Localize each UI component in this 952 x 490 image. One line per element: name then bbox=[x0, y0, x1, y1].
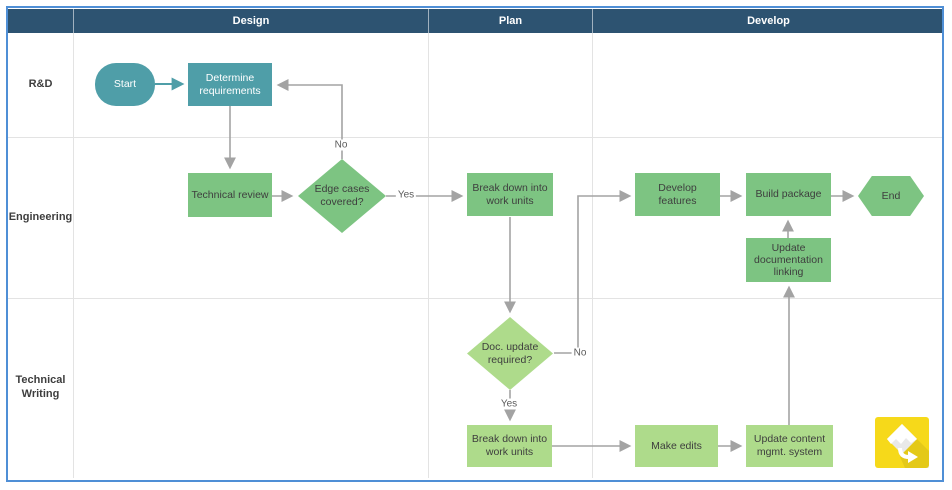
lane-label-technical-writing: Technical Writing bbox=[15, 374, 66, 400]
edge-label-no: No bbox=[332, 139, 350, 151]
edge-label-yes: Yes bbox=[498, 398, 520, 410]
node-update-content-mgmt: Update content mgmt. system bbox=[746, 425, 833, 467]
edge-label-yes: Yes bbox=[395, 189, 417, 201]
edge-label-no: No bbox=[571, 347, 589, 359]
grid-vline bbox=[592, 33, 593, 478]
node-doc-update-required: Doc. update required? bbox=[467, 317, 553, 390]
grid-hline bbox=[8, 298, 944, 299]
column-header-plan: Plan bbox=[498, 15, 523, 27]
node-determine-requirements: Determine requirements bbox=[188, 63, 272, 106]
header-divider bbox=[73, 9, 74, 33]
column-header-develop: Develop bbox=[747, 15, 790, 27]
column-header-design: Design bbox=[232, 15, 270, 27]
header-divider bbox=[592, 9, 593, 33]
lane-label-rnd: R&D bbox=[28, 78, 53, 91]
node-make-edits: Make edits bbox=[635, 425, 718, 467]
node-start: Start bbox=[95, 63, 155, 106]
grid-vline bbox=[73, 33, 74, 478]
node-break-down-work-units-eng: Break down into work units bbox=[467, 173, 553, 216]
diagramming-app-logo-icon[interactable] bbox=[875, 417, 929, 468]
node-edge-cases-covered: Edge cases covered? bbox=[298, 159, 386, 233]
node-break-down-work-units-tw: Break down into work units bbox=[467, 425, 552, 467]
node-update-documentation-linking: Update documentation linking bbox=[746, 238, 831, 282]
phase-header-bar bbox=[8, 9, 944, 33]
node-develop-features: Develop features bbox=[635, 173, 720, 216]
grid-hline bbox=[8, 137, 944, 138]
node-build-package: Build package bbox=[746, 173, 831, 216]
lane-label-engineering: Engineering bbox=[8, 210, 73, 223]
header-divider bbox=[428, 9, 429, 33]
node-technical-review: Technical review bbox=[188, 173, 272, 217]
grid-vline bbox=[428, 33, 429, 478]
node-end: End bbox=[858, 176, 924, 216]
